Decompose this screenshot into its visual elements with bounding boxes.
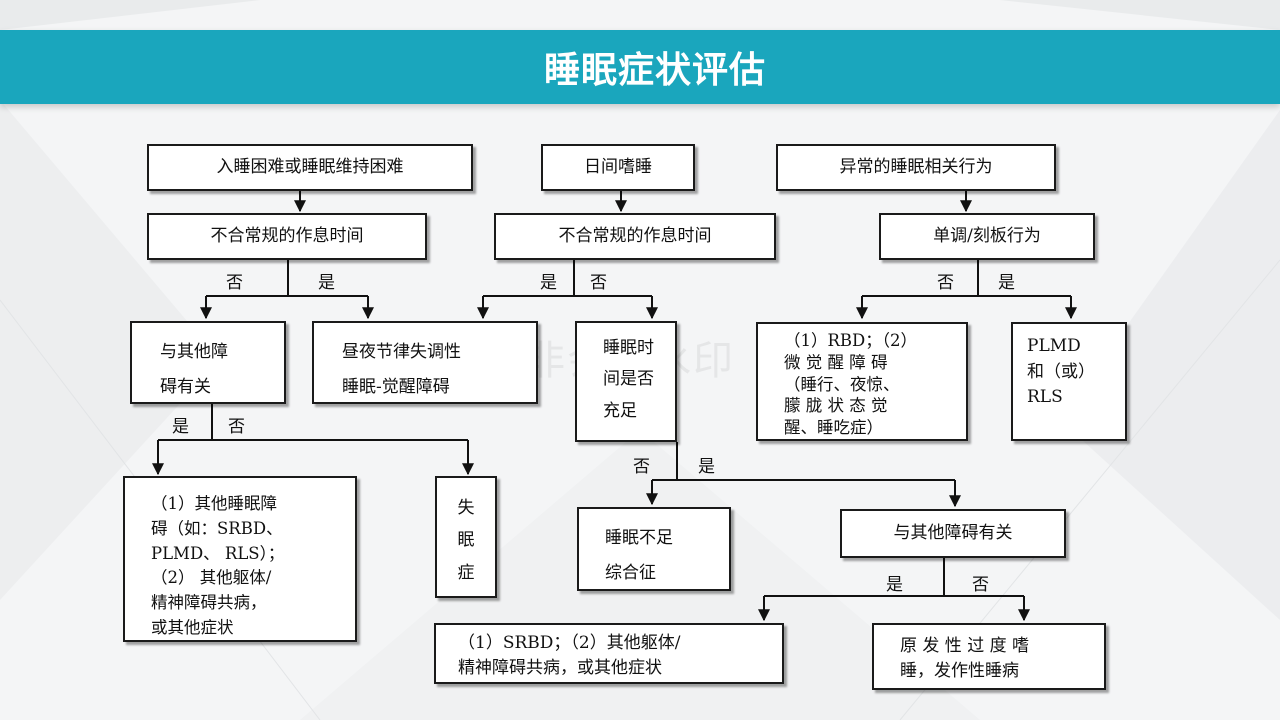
box-insomnia-difficulty: 入睡困难或睡眠维持困难 <box>147 144 473 191</box>
box-label: 单调/刻板行为 <box>933 226 1041 247</box>
box-line: 睡眠不足 <box>605 528 673 548</box>
box-line: 充足 <box>603 400 637 421</box>
box-line: 醒、睡吃症） <box>784 418 883 438</box>
box-line: 症 <box>457 562 475 583</box>
box-line: （1）其他睡眠障 <box>151 494 277 513</box>
box-line: 睡眠时 <box>603 338 654 358</box>
box-line: 原 发 性 过 度 嗜 <box>900 636 1030 656</box>
box-label: 与其他障碍有关 <box>893 523 1013 544</box>
box-line: 综合征 <box>605 562 656 583</box>
box-circadian: 昼夜节律失调性 睡眠-觉醒障碍 <box>312 321 538 404</box>
box-line: 与其他障 <box>160 342 228 362</box>
label-yes: 是 <box>998 273 1015 293</box>
box-line: PLMD <box>1027 336 1081 356</box>
label-no: 否 <box>590 273 607 293</box>
box-srbd-comorbid: （1）SRBD；（2）其他躯体/ 精神障碍共病，或其他症状 <box>434 623 784 684</box>
box-irregular-schedule-2: 不合常规的作息时间 <box>494 213 776 260</box>
box-line: 和（或） <box>1027 361 1095 382</box>
box-rbd-arousal: （1）RBD；（2） 微 觉 醒 障 碍 （睡行、夜惊、 朦 胧 状 态 觉 醒… <box>756 322 968 441</box>
label-yes: 是 <box>318 273 335 293</box>
box-line: 朦 胧 状 态 觉 <box>784 396 888 416</box>
box-line: 精神障碍共病，或其他症状 <box>458 657 662 678</box>
box-abnormal-behavior: 异常的睡眠相关行为 <box>776 144 1056 191</box>
label-no: 否 <box>972 575 989 595</box>
box-line: （1）RBD；（2） <box>784 331 918 350</box>
box-line: RLS <box>1027 387 1063 407</box>
box-related-other-2: 与其他障碍有关 <box>840 509 1066 558</box>
box-line: 间是否 <box>603 369 654 390</box>
title-bar: 睡眠症状评估 <box>0 30 1280 104</box>
label-yes: 是 <box>886 575 903 595</box>
box-line: 或其他症状 <box>151 617 234 637</box>
box-line: 碍（如：SRBD、 <box>151 518 283 538</box>
box-line: 昼夜节律失调性 <box>342 342 461 362</box>
box-sleep-time-enough: 睡眠时 间是否 充足 <box>575 321 677 442</box>
label-yes: 是 <box>698 457 715 477</box>
label-no: 否 <box>937 273 954 293</box>
box-related-other-1: 与其他障 碍有关 <box>130 321 286 404</box>
box-insufficient-sleep: 睡眠不足 综合征 <box>577 507 731 591</box>
box-line: （2） 其他躯体/ <box>151 568 272 588</box>
box-irregular-schedule-1: 不合常规的作息时间 <box>147 213 427 260</box>
label-yes: 是 <box>540 273 557 293</box>
box-line: 睡，发作性睡病 <box>900 660 1019 681</box>
box-label: 不合常规的作息时间 <box>558 226 712 247</box>
box-line: 微 觉 醒 障 碍 <box>784 352 888 372</box>
box-label: 日间嗜睡 <box>584 157 652 178</box>
box-daytime-sleepiness: 日间嗜睡 <box>541 144 695 191</box>
box-line: PLMD、 RLS）； <box>151 543 285 563</box>
box-line: 失 <box>457 498 475 518</box>
box-line: 眠 <box>457 530 475 551</box>
box-other-sleep-disorders: （1）其他睡眠障 碍（如：SRBD、 PLMD、 RLS）； （2） 其他躯体/… <box>123 476 357 642</box>
box-plmd-rls: PLMD 和（或） RLS <box>1011 322 1127 441</box>
box-label: 异常的睡眠相关行为 <box>839 157 993 178</box>
box-monotonous-behavior: 单调/刻板行为 <box>879 213 1095 260</box>
box-line: （睡行、夜惊、 <box>784 374 900 394</box>
label-no: 否 <box>633 457 650 477</box>
box-line: （1）SRBD；（2）其他躯体/ <box>458 633 681 653</box>
box-label: 入睡困难或睡眠维持困难 <box>216 157 404 178</box>
box-line: 精神障碍共病， <box>151 593 267 612</box>
box-label: 不合常规的作息时间 <box>210 226 364 247</box>
label-yes: 是 <box>172 417 189 437</box>
label-no: 否 <box>226 273 243 293</box>
box-line: 碍有关 <box>160 376 211 397</box>
box-line: 睡眠-觉醒障碍 <box>342 376 450 397</box>
box-hypersomnia: 原 发 性 过 度 嗜 睡，发作性睡病 <box>872 623 1106 690</box>
box-insomnia: 失 眠 症 <box>435 476 497 598</box>
page-title: 睡眠症状评估 <box>543 50 766 91</box>
label-no: 否 <box>228 417 245 437</box>
